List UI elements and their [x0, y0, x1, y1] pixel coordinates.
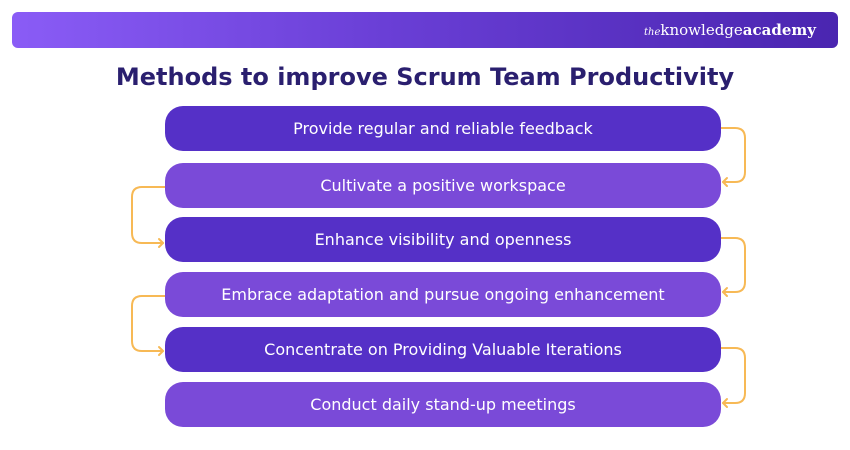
arrowhead [158, 238, 164, 248]
page-title: Methods to improve Scrum Team Productivi… [115, 63, 735, 91]
step-1: Provide regular and reliable feedback [165, 106, 721, 151]
logo-prefix: the [644, 27, 661, 38]
connector-right-1-2 [720, 127, 746, 183]
connector-right-5-6 [720, 347, 746, 404]
brand-logo: theknowledgeacademy [644, 20, 816, 43]
step-4: Embrace adaptation and pursue ongoing en… [165, 272, 721, 317]
connector-right-3-4 [720, 237, 746, 293]
logo-regular: knowledge [660, 21, 743, 39]
arrowhead [722, 177, 728, 187]
arrowhead [722, 398, 728, 408]
logo-bold: academy [742, 21, 816, 39]
arrowhead [158, 346, 164, 356]
arrowhead [722, 287, 728, 297]
step-5: Concentrate on Providing Valuable Iterat… [165, 327, 721, 372]
connector-left-2-3 [131, 186, 166, 244]
header-bar: theknowledgeacademy [12, 12, 838, 48]
connector-left-4-5 [131, 295, 166, 352]
step-2: Cultivate a positive workspace [165, 163, 721, 208]
step-6: Conduct daily stand-up meetings [165, 382, 721, 427]
step-3: Enhance visibility and openness [165, 217, 721, 262]
